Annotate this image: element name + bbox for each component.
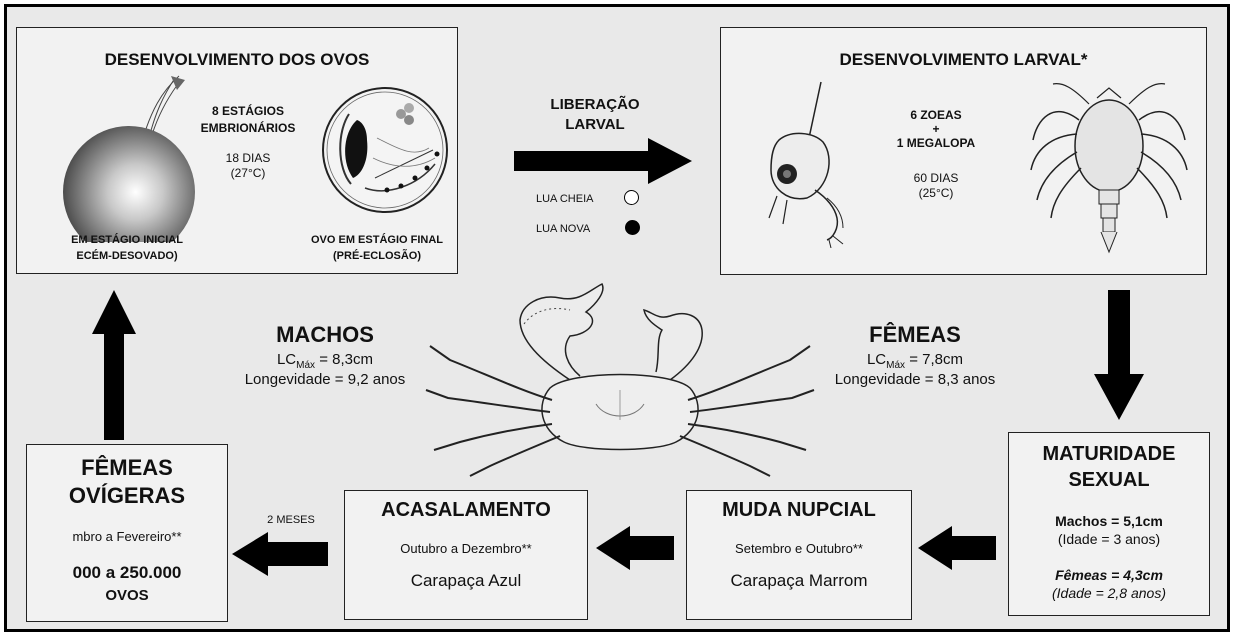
new-moon-icon (625, 220, 640, 235)
up-arrow (92, 290, 136, 440)
larval-development-box: DESENVOLVIMENTO LARVAL* 6 ZOEAS + 1 MEGA… (720, 27, 1207, 275)
down-arrow (1094, 290, 1144, 420)
ovigerous-egg-count: 000 a 250.000 (72, 563, 182, 582)
megalopa-illustration (1030, 83, 1188, 254)
maturity-title-line1: MATURIDADE (1042, 443, 1176, 465)
crab-illustration (425, 282, 815, 477)
males-lc-value: = 8,3cm (315, 351, 374, 368)
final-egg-illustration (322, 87, 448, 213)
two-months-label: 2 MESES (267, 514, 315, 526)
maturity-title-line2: SEXUAL (1068, 469, 1150, 491)
initial-egg-illustration (63, 75, 195, 242)
larval-release-line1: LIBERAÇÃO (550, 96, 640, 113)
males-max-carapace: LCMáx = 8,3cm (210, 351, 440, 371)
females-longevity: Longevidade = 8,3 anos (834, 371, 996, 388)
arrow-maturity-to-molt (918, 526, 996, 570)
egg-temperature: (27°C) (230, 166, 266, 180)
larval-temperature: (25°C) (918, 186, 954, 200)
ovigerous-months: mbro a Fevereiro** (72, 529, 182, 544)
initial-stage-label-line2: ECÉM-DESOVADO) (76, 250, 178, 262)
females-lc-value: = 7,8cm (905, 351, 964, 368)
sexual-maturity-box: MATURIDADE SEXUAL Machos = 5,1cm (Idade … (1008, 432, 1210, 616)
molt-carapace: Carapaça Marrom (730, 571, 868, 590)
larval-release-line2: LARVAL (565, 116, 625, 133)
maturity-males: Machos = 5,1cm (1055, 513, 1163, 529)
egg-development-box: DESENVOLVIMENTO DOS OVOS 8 ESTÁGIOS EMBR… (16, 27, 458, 274)
embryonic-stages-line1: 8 ESTÁGIOS (211, 104, 285, 118)
larval-days: 60 DIAS (913, 171, 959, 185)
nuptial-molt-box: MUDA NUPCIAL Setembro e Outubro** Carapa… (686, 490, 912, 620)
maturity-males-age: (Idade = 3 anos) (1057, 531, 1161, 547)
zoea-illustration (768, 81, 844, 248)
megalopa-count: 1 MEGALOPA (896, 136, 976, 150)
full-moon-icon (624, 190, 639, 205)
ovigerous-title-line2: OVÍGERAS (68, 483, 186, 508)
mating-carapace: Carapaça Azul (410, 571, 522, 590)
males-lc-sub: Máx (296, 360, 316, 371)
females-title: FÊMEAS (869, 322, 961, 347)
larval-development-title: DESENVOLVIMENTO LARVAL* (839, 50, 1088, 69)
plus-sign: + (932, 122, 940, 136)
males-lc-prefix: LC (276, 351, 297, 368)
ovigerous-females-box: FÊMEAS OVÍGERAS mbro a Fevereiro** 000 a… (26, 444, 228, 622)
males-title: MACHOS (276, 322, 374, 347)
final-stage-label-line2: (PRÉ-ECLOSÃO) (333, 250, 421, 262)
embryonic-stages-line2: EMBRIONÁRIOS (200, 121, 296, 135)
egg-development-title: DESENVOLVIMENTO DOS OVOS (104, 50, 370, 69)
final-stage-label-line1: OVO EM ESTÁGIO FINAL (310, 234, 443, 246)
release-arrow (514, 138, 692, 184)
mating-months: Outubro a Dezembro** (400, 541, 532, 556)
females-lc-prefix: LC (866, 351, 887, 368)
maturity-females-age: (Idade = 2,8 anos) (1051, 585, 1167, 601)
full-moon-label: LUA CHEIA (536, 193, 594, 205)
new-moon-label: LUA NOVA (536, 223, 591, 235)
females-lc-sub: Máx (886, 360, 906, 371)
arrow-molt-to-mating (596, 526, 674, 570)
egg-days: 18 DIAS (225, 151, 271, 165)
molt-title: MUDA NUPCIAL (722, 499, 876, 521)
ovigerous-title-line1: FÊMEAS (81, 455, 173, 480)
ovigerous-egg-unit: OVOS (105, 587, 149, 604)
maturity-females: Fêmeas = 4,3cm (1055, 567, 1163, 583)
mating-box: ACASALAMENTO Outubro a Dezembro** Carapa… (344, 490, 588, 620)
initial-stage-label-line1: EM ESTÁGIO INICIAL (71, 234, 183, 246)
molt-months: Setembro e Outubro** (735, 541, 863, 556)
mating-title: ACASALAMENTO (381, 499, 551, 521)
females-max-carapace: LCMáx = 7,8cm (800, 351, 1030, 371)
arrow-mating-to-ovigerous (232, 532, 328, 576)
males-longevity: Longevidade = 9,2 anos (244, 371, 406, 388)
zoeas-count: 6 ZOEAS (910, 108, 962, 122)
